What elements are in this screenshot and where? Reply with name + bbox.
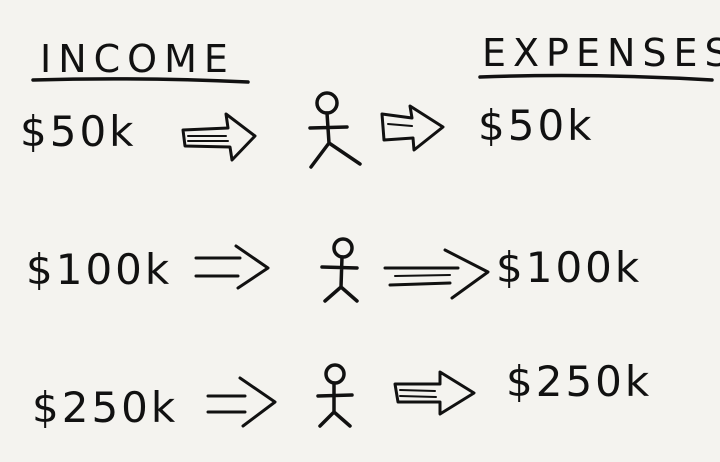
expense-amount-1: $50k [478, 101, 595, 150]
income-amount-2: $100k [26, 245, 172, 294]
flow-row-3: $250k $250k [32, 357, 652, 432]
expenses-header: EXPENSES [478, 31, 720, 82]
income-header-underline [31, 77, 250, 84]
arrow-icon [380, 104, 445, 152]
income-header: INCOME [31, 37, 250, 84]
income-amount-1: $50k [20, 107, 137, 156]
stick-figure-icon [308, 91, 362, 169]
flow-row-2: $100k $100k [26, 237, 642, 303]
stick-figure-icon [316, 363, 354, 428]
expense-amount-2: $100k [496, 243, 642, 292]
arrow-icon [393, 370, 476, 416]
flow-row-1: $50k $50k [20, 91, 595, 169]
expense-amount-3: $250k [506, 357, 652, 406]
stick-figure-icon [320, 237, 359, 303]
arrow-icon [206, 376, 277, 428]
arrow-icon [194, 244, 270, 290]
income-amount-3: $250k [32, 383, 178, 432]
arrow-icon [383, 248, 490, 300]
expenses-header-underline [478, 73, 714, 82]
arrow-icon [181, 112, 257, 162]
income-header-label: INCOME [40, 37, 235, 81]
expenses-header-label: EXPENSES [482, 31, 720, 75]
